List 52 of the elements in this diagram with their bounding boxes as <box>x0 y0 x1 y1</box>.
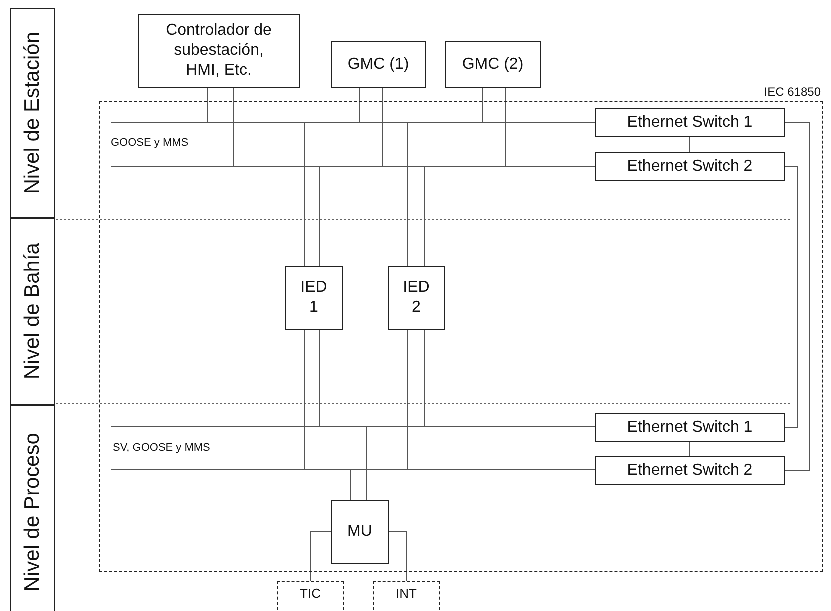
connection-line <box>560 166 596 168</box>
connection-line <box>388 532 407 582</box>
device-box <box>285 266 343 330</box>
device-box <box>388 266 445 330</box>
connection-line <box>350 470 352 500</box>
level-band <box>10 8 55 218</box>
device-label: Ethernet Switch 1 <box>627 418 753 438</box>
connection-line <box>560 122 596 124</box>
connection-line <box>304 330 306 470</box>
bus-line <box>111 426 560 427</box>
connection-line <box>784 166 798 428</box>
connection-line <box>310 532 332 582</box>
level-band <box>10 218 55 405</box>
level-title: Nivel de Proceso <box>20 433 44 592</box>
device-label: Ethernet Switch 1 <box>627 112 753 132</box>
device-box <box>445 41 541 88</box>
device-box <box>331 41 426 88</box>
device-label: INT <box>396 586 417 602</box>
level-band <box>10 405 55 611</box>
bus-line <box>111 166 560 167</box>
device-box <box>373 581 440 611</box>
device-box <box>595 152 785 181</box>
device-label: GMC (1) <box>348 54 410 74</box>
bus-label: SV, GOOSE y MMS <box>113 442 210 454</box>
device-label: GMC (2) <box>462 54 524 74</box>
device-label: TIC <box>300 586 321 602</box>
level-title: Nivel de Estación <box>20 32 44 194</box>
bus-label: GOOSE y MMS <box>111 137 189 149</box>
connection-line <box>482 88 484 122</box>
device-box <box>595 456 785 485</box>
connection-line <box>424 166 426 266</box>
device-label: IED 2 <box>402 278 431 318</box>
device-label: Controlador de subestación, HMI, Etc. <box>165 21 273 81</box>
device-label: MU <box>348 522 372 542</box>
bus-line <box>111 469 560 470</box>
device-box <box>595 413 785 442</box>
device-box <box>331 500 389 564</box>
bus-line <box>111 122 560 123</box>
level-title: Nivel de Bahía <box>20 243 44 380</box>
connection-line <box>424 330 426 426</box>
device-label: IED 1 <box>300 278 328 318</box>
device-box <box>277 581 344 611</box>
device-label: Ethernet Switch 2 <box>627 460 753 480</box>
connection-line <box>304 122 306 266</box>
connection-line <box>560 426 596 428</box>
device-label: Ethernet Switch 2 <box>627 156 753 176</box>
device-box <box>595 108 785 137</box>
device-box <box>138 14 300 88</box>
connection-line <box>366 426 368 500</box>
connection-line <box>784 122 810 471</box>
connection-line <box>382 88 384 166</box>
boundary-title: IEC 61850 <box>764 85 821 99</box>
